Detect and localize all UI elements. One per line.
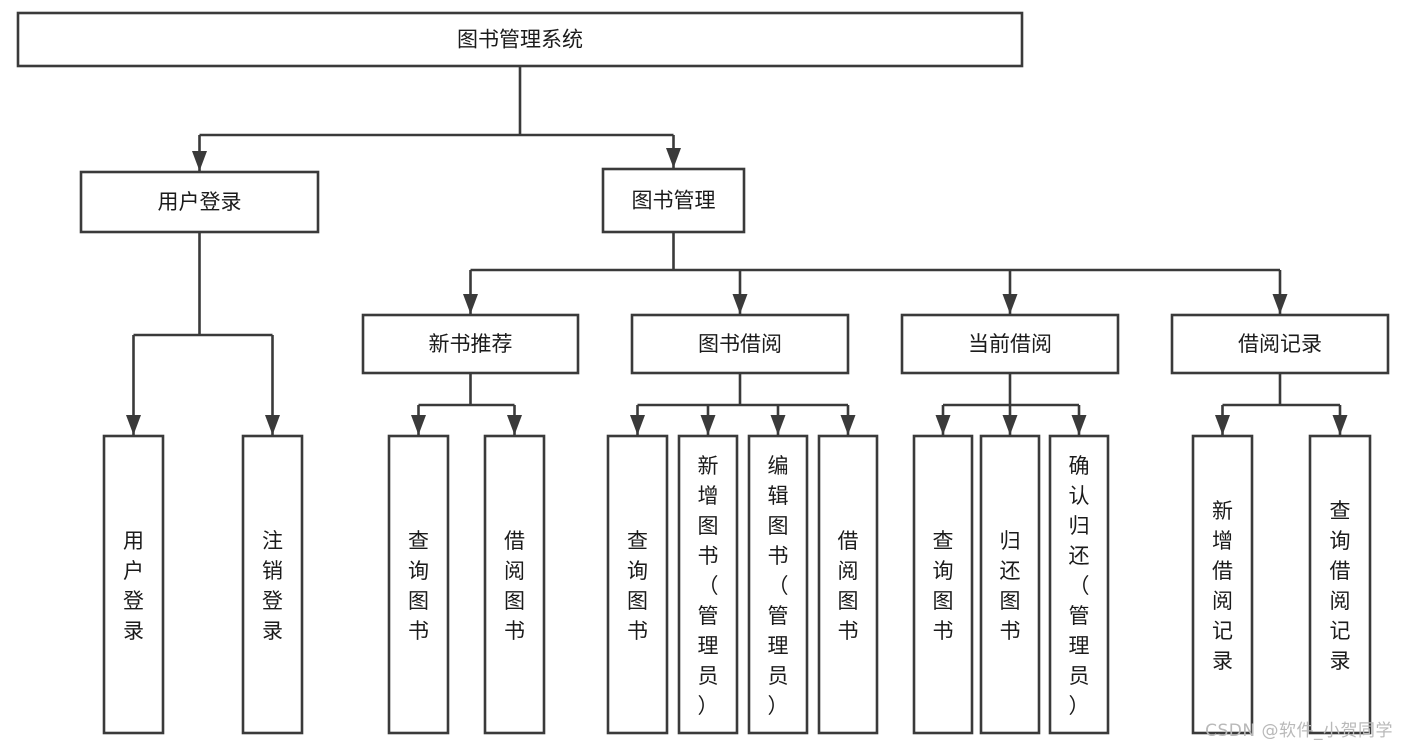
- node-label-current-borrow: 当前借阅: [968, 332, 1052, 356]
- node-new-book-recommend[interactable]: 新书推荐: [361, 313, 580, 375]
- connector-arrow-icon: [840, 415, 856, 435]
- node-box-current-confirm-return: [1048, 434, 1110, 735]
- connector-arrow-icon: [700, 415, 716, 435]
- connector-arrow-icon: [1002, 415, 1018, 435]
- node-user-logout[interactable]: 注销登录: [241, 434, 304, 735]
- connector-arrow-icon: [507, 415, 522, 435]
- node-box-borrow-borrow-book: [817, 434, 879, 735]
- connector-arrow-icon: [192, 151, 207, 171]
- connector-arrow-icon: [666, 148, 681, 168]
- node-label-record-add: 新增借阅记录: [1212, 499, 1233, 673]
- node-box-current-borrow: [900, 313, 1120, 375]
- node-label-root: 图书管理系统: [457, 28, 583, 52]
- node-box-user-logout: [241, 434, 304, 735]
- node-current-borrow[interactable]: 当前借阅: [900, 313, 1120, 375]
- connector-arrow-icon: [1215, 415, 1230, 435]
- node-book-manage[interactable]: 图书管理: [601, 167, 746, 234]
- node-label-user-login-do: 用户登录: [123, 529, 144, 643]
- node-box-user-login-do: [102, 434, 165, 735]
- node-box-borrow-add-book: [677, 434, 739, 735]
- connector-arrow-icon: [1071, 415, 1087, 435]
- node-box-borrow-query-book: [606, 434, 669, 735]
- connector-arrow-icon: [630, 415, 645, 435]
- node-user-login-do[interactable]: 用户登录: [102, 434, 165, 735]
- node-label-new-book-recommend: 新书推荐: [429, 332, 513, 356]
- node-box-book-borrow: [630, 313, 850, 375]
- node-label-current-return-book: 归还图书: [1000, 529, 1021, 643]
- node-label-recommend-query-book: 查询图书: [408, 529, 429, 643]
- connector-arrow-icon: [1002, 294, 1018, 314]
- node-label-book-manage: 图书管理: [632, 189, 716, 213]
- node-box-record-query: [1308, 434, 1372, 735]
- connector-arrow-icon: [1332, 415, 1348, 435]
- node-root[interactable]: 图书管理系统: [16, 11, 1024, 68]
- node-box-current-query-book: [912, 434, 974, 735]
- node-recommend-query-book[interactable]: 查询图书: [387, 434, 450, 735]
- node-box-user-login: [79, 170, 320, 234]
- node-label-current-query-book: 查询图书: [933, 529, 954, 643]
- connector-arrow-icon: [411, 415, 426, 435]
- node-label-borrow-query-book: 查询图书: [627, 529, 648, 643]
- node-box-current-return-book: [979, 434, 1041, 735]
- node-book-borrow[interactable]: 图书借阅: [630, 313, 850, 375]
- connector-arrow-icon: [126, 415, 141, 435]
- node-label-borrow-record: 借阅记录: [1238, 332, 1322, 356]
- node-user-login[interactable]: 用户登录: [79, 170, 320, 234]
- node-label-borrow-edit-book: 编辑图书（管理员）: [768, 454, 789, 718]
- connector-arrow-icon: [935, 415, 951, 435]
- node-borrow-query-book[interactable]: 查询图书: [606, 434, 669, 735]
- node-current-confirm-return[interactable]: 确认归还（管理员）: [1048, 434, 1110, 735]
- connector-arrow-icon: [463, 294, 478, 314]
- node-label-current-confirm-return: 确认归还（管理员）: [1069, 454, 1090, 718]
- node-box-recommend-query-book: [387, 434, 450, 735]
- node-label-user-logout: 注销登录: [262, 529, 283, 643]
- node-box-root: [16, 11, 1024, 68]
- node-borrow-borrow-book[interactable]: 借阅图书: [817, 434, 879, 735]
- node-record-query[interactable]: 查询借阅记录: [1308, 434, 1372, 735]
- node-box-record-add: [1191, 434, 1254, 735]
- node-borrow-edit-book[interactable]: 编辑图书（管理员）: [747, 434, 809, 735]
- node-label-borrow-add-book: 新增图书（管理员）: [698, 454, 719, 718]
- node-label-recommend-borrow-book: 借阅图书: [504, 529, 525, 643]
- node-box-new-book-recommend: [361, 313, 580, 375]
- node-borrow-add-book[interactable]: 新增图书（管理员）: [677, 434, 739, 735]
- node-label-borrow-borrow-book: 借阅图书: [838, 529, 859, 643]
- node-label-record-query: 查询借阅记录: [1330, 499, 1351, 673]
- node-current-query-book[interactable]: 查询图书: [912, 434, 974, 735]
- node-recommend-borrow-book[interactable]: 借阅图书: [483, 434, 546, 735]
- node-current-return-book[interactable]: 归还图书: [979, 434, 1041, 735]
- connector-arrow-icon: [770, 415, 786, 435]
- node-borrow-record[interactable]: 借阅记录: [1170, 313, 1390, 375]
- node-box-borrow-record: [1170, 313, 1390, 375]
- node-box-borrow-edit-book: [747, 434, 809, 735]
- node-box-recommend-borrow-book: [483, 434, 546, 735]
- connector-arrow-icon: [732, 294, 748, 314]
- connector-arrow-icon: [265, 415, 280, 435]
- node-label-user-login: 用户登录: [158, 190, 242, 214]
- node-box-book-manage: [601, 167, 746, 234]
- connector-arrow-icon: [1272, 294, 1288, 314]
- node-label-book-borrow: 图书借阅: [698, 332, 782, 356]
- node-record-add[interactable]: 新增借阅记录: [1191, 434, 1254, 735]
